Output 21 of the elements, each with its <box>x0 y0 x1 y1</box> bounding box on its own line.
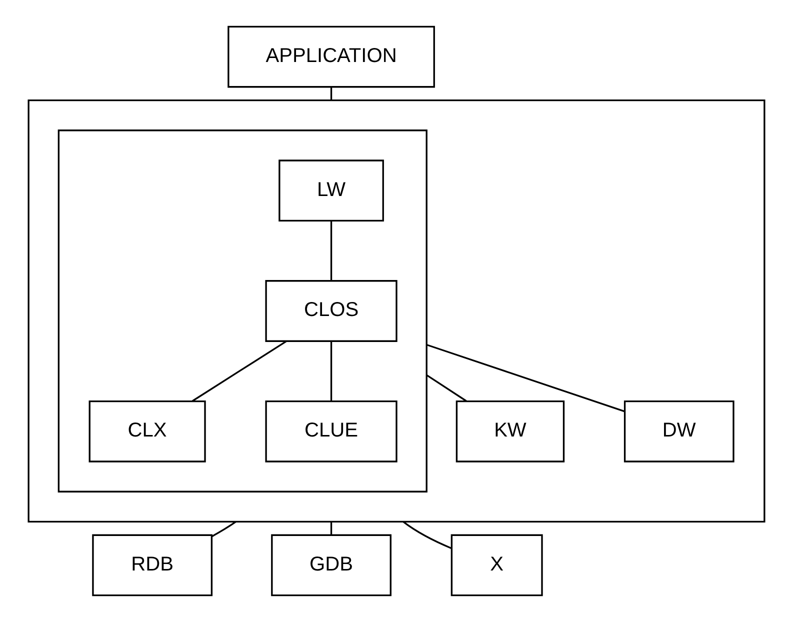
node-box: RDB <box>92 534 213 596</box>
node-box: DW <box>624 400 734 462</box>
node-box: CLX <box>88 400 206 462</box>
node-box: X <box>450 534 543 596</box>
connector <box>402 521 452 550</box>
node-box: CLOS <box>265 280 398 342</box>
connector <box>212 521 236 538</box>
node-box: LW <box>278 160 384 222</box>
connector <box>426 374 467 402</box>
connector <box>426 344 625 412</box>
connector <box>330 342 332 402</box>
connector <box>330 87 332 100</box>
connector <box>330 522 332 535</box>
node-box: APPLICATION <box>228 26 435 88</box>
cluster <box>28 99 766 523</box>
node-box: GDB <box>271 534 392 596</box>
node-box: CLUE <box>265 400 398 462</box>
connector <box>330 221 332 281</box>
connector <box>192 340 287 402</box>
node-box: KW <box>456 400 565 462</box>
cluster <box>58 130 428 492</box>
